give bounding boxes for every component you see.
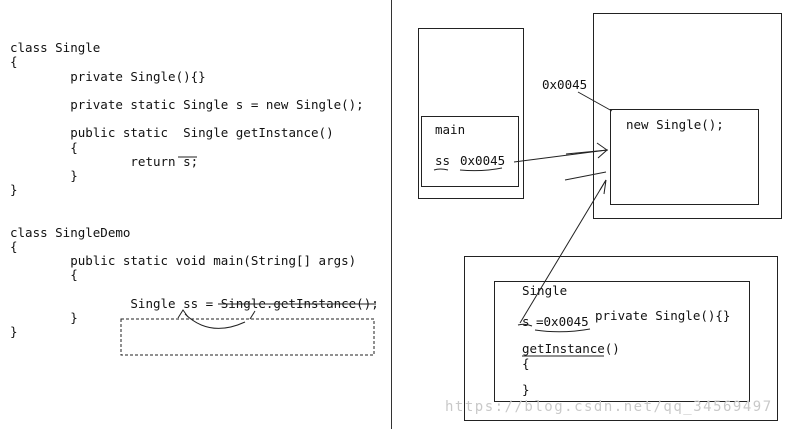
single-object-box: [610, 109, 759, 205]
arrow-field-head: [599, 179, 607, 195]
method-area-box: [464, 256, 778, 421]
code-listing: class Single{ private Single(){} private…: [10, 27, 379, 339]
code-line: }: [10, 323, 18, 339]
code-line: }: [10, 182, 18, 198]
heap-box: [593, 13, 782, 219]
arrow-stroke-top: [565, 149, 609, 155]
code-line: {: [10, 139, 78, 155]
code-line: return s;: [10, 153, 199, 169]
static-field-value: =0x0045: [536, 314, 589, 329]
code-line: }: [10, 167, 78, 183]
single-object-label: new Single();: [626, 117, 724, 132]
constructor-label: private Single(){}: [595, 308, 731, 323]
code-line: {: [10, 238, 18, 254]
code-line: {: [10, 54, 18, 70]
class-name-label: Single: [522, 283, 568, 298]
code-line: }: [10, 309, 78, 325]
code-line: public static void main(String[] args): [10, 253, 357, 268]
method-label: getInstance(): [522, 341, 620, 356]
code-line: private static Single s = new Single();: [10, 96, 364, 112]
link-curve: [184, 313, 246, 329]
code-line: {: [10, 267, 78, 283]
underline-field-value: [534, 328, 591, 333]
single-class-box: [494, 281, 750, 402]
stack-box: [418, 28, 524, 199]
main-frame-box: [421, 116, 519, 187]
code-line: class Single: [10, 40, 101, 56]
underline-ss: [433, 168, 449, 171]
heap-address-label: 0x0045: [542, 77, 588, 92]
code-line: private Single(){}: [10, 68, 206, 84]
ss-var-value: 0x0045: [460, 153, 506, 168]
tick-mark-left: [177, 309, 189, 319]
underline-field-s: [517, 323, 533, 327]
arrow-field-to-object: [519, 179, 607, 324]
divider-line: [391, 0, 392, 429]
address-pointer: [577, 91, 613, 112]
underline-ss-value: [459, 167, 503, 172]
tick-mark-right: [249, 310, 256, 320]
main-frame-label: main: [435, 122, 466, 137]
static-field-name: s: [522, 314, 530, 329]
method-brace-open: {: [522, 356, 530, 371]
watermark: https://blog.csdn.net/qq_34569497: [445, 399, 773, 415]
ss-var-name: ss: [435, 153, 451, 168]
arrow-head: [596, 142, 608, 159]
code-line: Single ss = Single.getInstance();: [10, 295, 379, 311]
code-line: class SingleDemo: [10, 224, 131, 240]
code-line: public static Single getInstance(): [10, 125, 334, 141]
arrow-stroke-bottom: [564, 171, 607, 181]
dashed-selection: [120, 318, 375, 356]
method-brace-close: }: [522, 382, 530, 397]
